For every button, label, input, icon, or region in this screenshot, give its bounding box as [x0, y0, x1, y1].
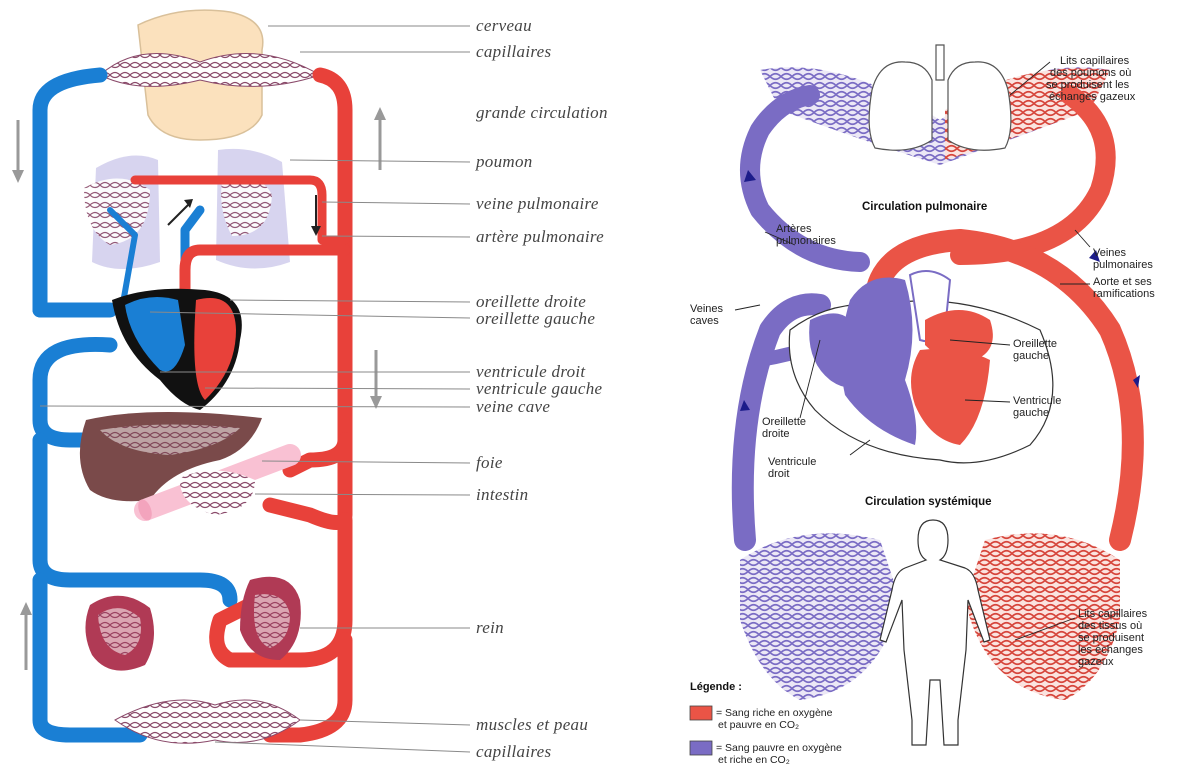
human-silhouette: [880, 520, 990, 745]
label-arteres-pulmonaires: Artères pulmonaires: [776, 223, 836, 247]
brain-capillaries: [100, 54, 320, 87]
label-veines-caves: Veines caves: [690, 303, 726, 327]
label-muscles-et-peau: muscles et peau: [476, 715, 588, 734]
legend-swatch-blue: [690, 741, 712, 755]
label-veine-cave: veine cave: [476, 397, 550, 416]
label-foie: foie: [476, 453, 503, 472]
tissue-capillary-bed: [740, 533, 900, 700]
label-rein: rein: [476, 618, 504, 637]
label-oreillette-droite-r: Oreillette droite: [762, 416, 809, 440]
legend-title: Légende :: [690, 681, 742, 693]
right-circulation-diagram: Circulation pulmonaire Circulation systé…: [690, 45, 1155, 766]
label-intestin: intestin: [476, 485, 528, 504]
label-lits-capillaires-tissus: Lits capillaires des tissus où se produi…: [1078, 608, 1150, 668]
heart-shape: [112, 289, 242, 410]
kidneys-shape: [85, 577, 300, 671]
title-circulation-systemique: Circulation systémique: [865, 496, 992, 508]
title-circulation-pulmonaire: Circulation pulmonaire: [862, 201, 987, 213]
label-grande-circulation: grande circulation: [476, 103, 608, 122]
label-ventricule-droit-r: Ventricule droit: [768, 456, 819, 480]
label-cerveau: cerveau: [476, 16, 532, 35]
legend-red-text: = Sang riche en oxygène et pauvre en CO₂: [716, 707, 835, 731]
label-lits-capillaires-poumons: Lits capillaires des poumons où se produ…: [1046, 55, 1136, 103]
label-capillaires-top: capillaires: [476, 42, 551, 61]
label-capillaires-bottom: capillaires: [476, 742, 551, 761]
label-oreillette-gauche-r: Oreillette gauche: [1013, 338, 1060, 362]
label-artere-pulmonaire: artère pulmonaire: [476, 227, 604, 246]
legend-blue-text: = Sang pauvre en oxygène et riche en CO₂: [716, 742, 845, 766]
label-veine-pulmonaire: veine pulmonaire: [476, 194, 599, 213]
label-ventricule-gauche-r: Ventricule gauche: [1013, 395, 1064, 419]
label-aorte: Aorte et ses ramifications: [1093, 276, 1155, 300]
left-labels: cerveau capillaires grande circulation p…: [475, 16, 608, 761]
legend-swatch-red: [690, 706, 712, 720]
label-poumon: poumon: [475, 152, 533, 171]
label-veines-pulmonaires: Veines pulmonaires: [1093, 247, 1153, 271]
left-circulation-diagram: cerveau capillaires grande circulation p…: [12, 10, 608, 761]
label-ventricule-gauche: ventricule gauche: [476, 379, 603, 398]
label-oreillette-gauche: oreillette gauche: [476, 309, 595, 328]
